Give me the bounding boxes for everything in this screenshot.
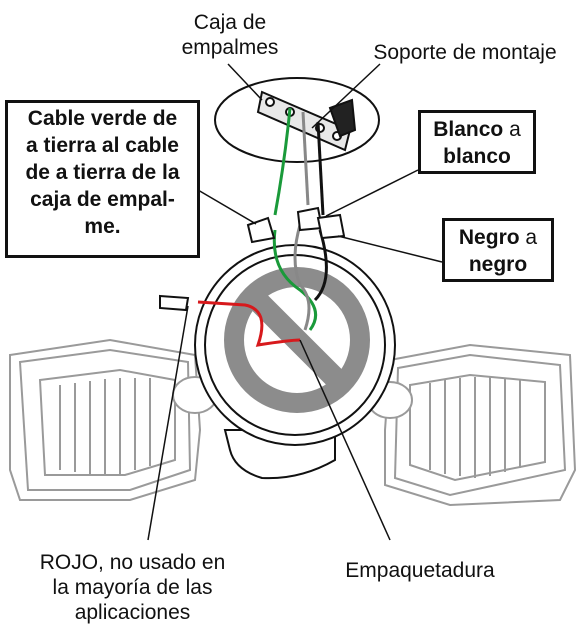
black-box-bold: Negro [458,226,520,249]
left-lamp-housing [9,338,218,501]
junction-box-label-line: empalmes [181,36,279,59]
ground-box-line: Cable verde de [27,107,178,130]
junction-box-plate [214,77,380,163]
ground-box-line: de a tierra de la [25,161,180,184]
black-box-normal: a [525,226,538,249]
red-wire-label-line: ROJO, no usado en [39,551,226,574]
ground-box-line: caja de empal- [30,188,175,211]
black-wire-box: Negro a negro [442,218,554,282]
mounting-bracket-label: Soporte de montaje [373,41,557,64]
ground-box-line: me. [84,215,121,238]
wires [197,107,328,347]
red-wire-label-line: aplicaciones [74,601,191,624]
wire-nuts [159,206,346,312]
white-box-bold2: blanco [443,145,511,168]
white-wire-box: Blanco a blanco [418,110,536,174]
red-wire-label: ROJO, no usado en la mayoría de las apli… [5,550,260,625]
white-box-normal: a [509,118,521,141]
black-box-bold2: negro [468,253,528,276]
leader-lines [147,63,443,541]
right-lamp-housing [367,343,577,507]
junction-box-label-line: Caja de [193,11,267,34]
ground-box-line: a tierra al cable [26,134,179,157]
ground-wire-box: Cable verde de a tierra al cable de a ti… [5,100,200,258]
gasket-label: Empaquetadura [345,559,495,582]
red-wire-label-line: la mayoría de las [52,576,213,599]
white-box-bold: Blanco [433,118,504,141]
junction-box-label: Caja de empalmes [160,10,300,60]
